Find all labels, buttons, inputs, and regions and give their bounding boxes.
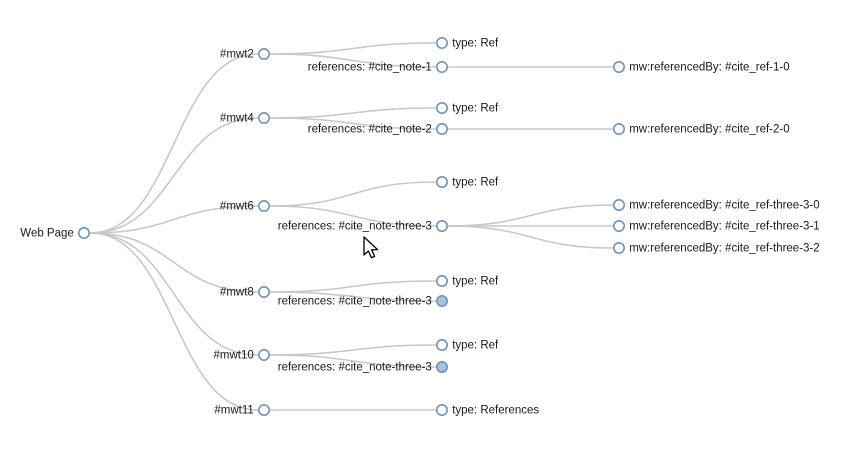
node-label-root: Web Page (20, 228, 74, 240)
graph-node-t4-ref[interactable]: references: #cite_note-2 (308, 123, 448, 136)
edge-mwt4-to-t4-ref (269, 117, 437, 130)
node-circle-root[interactable] (78, 227, 91, 240)
node-label-t8-ref: references: #cite_note-three-3 (278, 296, 432, 308)
node-circle-t8-ref[interactable] (435, 294, 448, 307)
graph-node-t2-ref[interactable]: references: #cite_note-1 (308, 60, 448, 74)
node-label-mwt8: #mwt8 (220, 287, 254, 299)
node-circle-t11-type[interactable] (435, 403, 448, 416)
graph-node-mwt10[interactable]: #mwt10 (214, 348, 270, 362)
graph-node-r1-0[interactable]: mw:referencedBy: #cite_ref-1-0 (612, 60, 790, 74)
graph-node-root[interactable]: Web Page (20, 227, 91, 240)
graph-node-t10-ref[interactable]: references: #cite_note-three-3 (278, 360, 448, 374)
edge-mwt2-to-t2-type (269, 42, 437, 55)
node-circle-t2-ref[interactable] (435, 60, 448, 73)
node-circle-mwt10[interactable] (257, 348, 270, 361)
nodes-layer[interactable]: Web Page #mwt2 #mwt4 #mwt6 #mwt8 #mwt10 #mwt11… (20, 36, 820, 417)
node-circle-t10-type[interactable] (435, 338, 448, 351)
edge-mwt10-to-t10-type (269, 344, 437, 356)
node-label-mwt6: #mwt6 (220, 201, 254, 213)
edge-root-to-mwt2 (89, 53, 259, 234)
edge-mwt10-to-t10-ref (269, 354, 437, 368)
graph-node-mwt11[interactable]: #mwt11 (214, 403, 270, 417)
graph-node-r2-0[interactable]: mw:referencedBy: #cite_ref-2-0 (612, 123, 790, 136)
node-label-t2-ref: references: #cite_note-1 (308, 62, 432, 74)
node-circle-r3-2[interactable] (612, 242, 625, 255)
edge-root-to-mwt8 (89, 232, 259, 293)
edge-root-to-mwt6 (89, 205, 259, 234)
edge-t6-ref-to-r3-2 (447, 225, 614, 249)
node-circle-t6-ref[interactable] (435, 220, 448, 233)
node-circle-r3-0[interactable] (612, 199, 625, 212)
graph-node-t10-type[interactable]: type: Ref (435, 338, 499, 352)
node-circle-t10-ref[interactable] (435, 360, 448, 373)
graph-node-mwt2[interactable]: #mwt2 (220, 47, 270, 61)
edge-mwt2-to-t2-ref (269, 53, 437, 68)
graph-node-t8-ref[interactable]: references: #cite_note-three-3 (278, 294, 448, 308)
graph-node-r3-1[interactable]: mw:referencedBy: #cite_ref-three-3-1 (612, 220, 820, 233)
graph-node-t11-type[interactable]: type: References (435, 403, 540, 417)
node-label-t6-type: type: Ref (452, 177, 499, 189)
node-label-t10-ref: references: #cite_note-three-3 (278, 362, 432, 374)
node-circle-mwt11[interactable] (257, 403, 270, 416)
graph-node-mwt8[interactable]: #mwt8 (220, 285, 270, 299)
node-label-mwt2: #mwt2 (220, 49, 254, 61)
node-circle-mwt4[interactable] (257, 112, 270, 125)
node-label-mwt11: #mwt11 (214, 405, 253, 417)
node-label-t10-type: type: Ref (452, 340, 499, 352)
edge-mwt4-to-t4-type (269, 107, 437, 119)
node-circle-t4-ref[interactable] (435, 123, 448, 136)
edge-root-to-mwt4 (89, 117, 259, 234)
graph-node-t6-type[interactable]: type: Ref (435, 176, 499, 189)
node-label-t2-type: type: Ref (452, 38, 499, 50)
edge-mwt6-to-t6-ref (269, 205, 437, 227)
node-circle-mwt8[interactable] (257, 285, 270, 298)
graph-node-t4-type[interactable]: type: Ref (435, 102, 499, 115)
graph-node-mwt6[interactable]: #mwt6 (220, 200, 270, 213)
edge-mwt8-to-t8-ref (269, 291, 437, 302)
node-circle-r3-1[interactable] (612, 220, 625, 233)
node-circle-t4-type[interactable] (435, 102, 448, 115)
node-circle-t2-type[interactable] (435, 36, 448, 49)
node-circle-t8-type[interactable] (435, 274, 448, 287)
node-circle-r1-0[interactable] (612, 60, 625, 73)
node-circle-r2-0[interactable] (612, 123, 625, 136)
graph-node-mwt4[interactable]: #mwt4 (220, 112, 270, 125)
edge-mwt8-to-t8-type (269, 280, 437, 293)
node-circle-mwt6[interactable] (257, 200, 270, 213)
node-label-r3-1: mw:referencedBy: #cite_ref-three-3-1 (629, 221, 819, 233)
node-label-t8-type: type: Ref (452, 276, 499, 288)
node-label-r2-0: mw:referencedBy: #cite_ref-2-0 (629, 124, 789, 136)
node-label-t4-ref: references: #cite_note-2 (308, 124, 432, 136)
edge-root-to-mwt10 (89, 232, 259, 356)
graph-node-r3-2[interactable]: mw:referencedBy: #cite_ref-three-3-2 (612, 242, 820, 255)
edge-t6-ref-to-r3-0 (447, 204, 614, 227)
node-label-r3-0: mw:referencedBy: #cite_ref-three-3-0 (629, 200, 819, 212)
node-circle-mwt2[interactable] (257, 47, 270, 60)
edge-root-to-mwt11 (89, 232, 259, 411)
graph-node-t6-ref[interactable]: references: #cite_note-three-3 (278, 220, 448, 233)
node-circle-t6-type[interactable] (435, 176, 448, 189)
node-label-t11-type: type: References (452, 405, 539, 417)
graph-node-t2-type[interactable]: type: Ref (435, 36, 499, 50)
node-label-t4-type: type: Ref (452, 103, 499, 115)
node-label-r3-2: mw:referencedBy: #cite_ref-three-3-2 (629, 243, 819, 255)
edge-mwt6-to-t6-type (269, 181, 437, 207)
node-label-t6-ref: references: #cite_note-three-3 (278, 221, 432, 233)
node-label-mwt10: #mwt10 (214, 350, 254, 362)
node-label-mwt4: #mwt4 (220, 113, 254, 125)
graph-node-t8-type[interactable]: type: Ref (435, 274, 499, 288)
links-layer (89, 42, 614, 411)
graph-node-r3-0[interactable]: mw:referencedBy: #cite_ref-three-3-0 (612, 199, 820, 212)
node-label-r1-0: mw:referencedBy: #cite_ref-1-0 (629, 62, 789, 74)
